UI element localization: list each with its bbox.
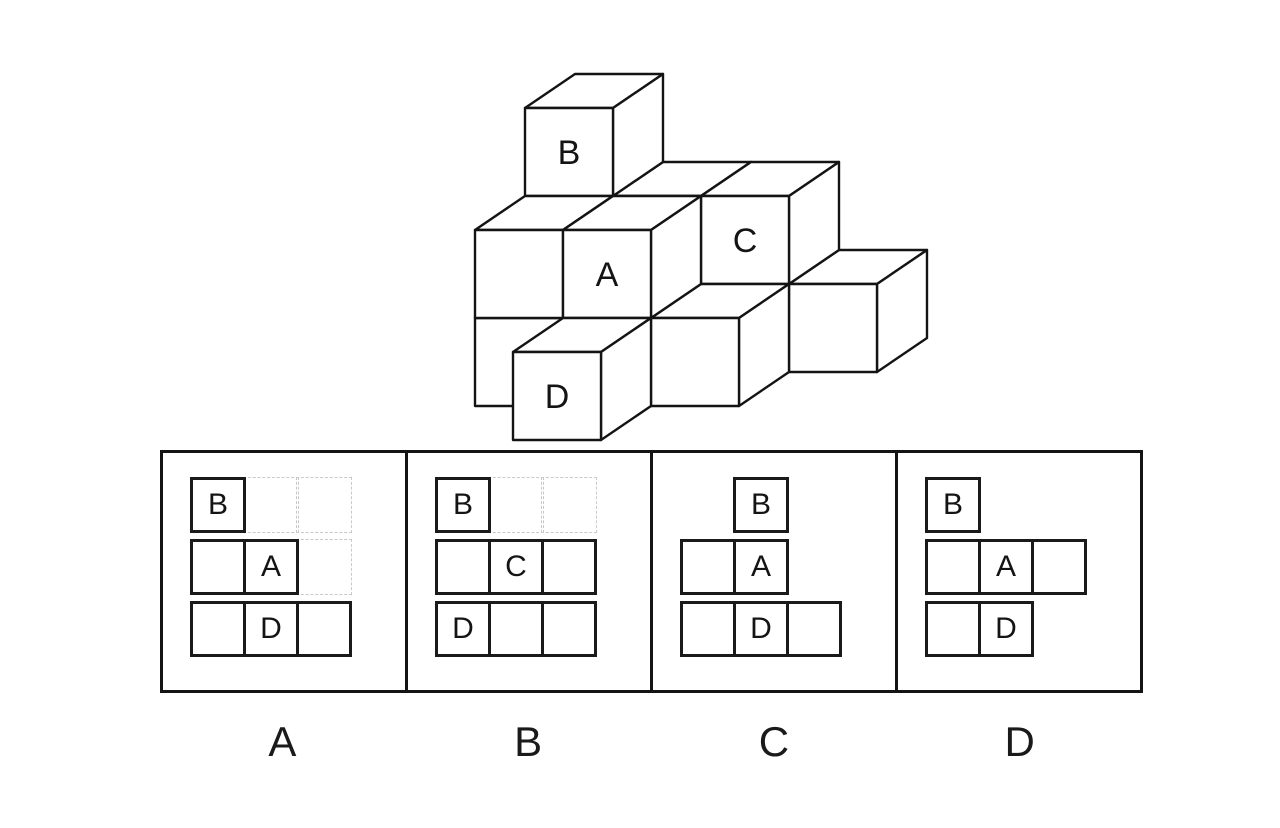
- grid-cell: [1031, 539, 1087, 595]
- cube-front-face: [473, 228, 565, 320]
- grid-cell: [541, 601, 597, 657]
- grid-cell-B: B: [925, 477, 981, 533]
- cube-B: B: [523, 72, 665, 198]
- ghost-cell: [541, 477, 597, 533]
- ghost-cell: [243, 477, 299, 533]
- grid-cell-D: D: [978, 601, 1034, 657]
- cube-C: C: [699, 160, 841, 286]
- cell-letter: C: [505, 550, 527, 583]
- grid-cell: [925, 539, 981, 595]
- cube: [787, 248, 929, 374]
- cube-front-face: [649, 316, 741, 408]
- cube-front-face: [787, 282, 879, 374]
- cell-letter: A: [995, 550, 1016, 583]
- cube-D: D: [511, 316, 653, 442]
- grid-cell: [296, 601, 352, 657]
- cube-label-D: D: [545, 378, 570, 416]
- cube-front-face: [511, 350, 603, 442]
- cube-label-C: C: [733, 222, 758, 260]
- cell-letter: D: [995, 612, 1017, 645]
- cube-label-B: B: [558, 134, 581, 172]
- grid-cell-C: C: [488, 539, 544, 595]
- grid-cell-D: D: [243, 601, 299, 657]
- grid-cell: [541, 539, 597, 595]
- grid-cell-A: A: [978, 539, 1034, 595]
- grid-cell-B: B: [190, 477, 246, 533]
- option-A-label: A: [268, 718, 298, 765]
- grid-cell-D: D: [733, 601, 789, 657]
- grid-cell: [680, 539, 736, 595]
- ghost-cell: [488, 477, 544, 533]
- grid-cell-B: B: [435, 477, 491, 533]
- ghost-cell: [296, 539, 352, 595]
- cube-label-A: A: [596, 256, 619, 294]
- cell-letter: D: [452, 612, 474, 645]
- cell-letter: D: [750, 612, 772, 645]
- grid-cell: [680, 601, 736, 657]
- grid-cell-B: B: [733, 477, 789, 533]
- cube-A: A: [561, 194, 703, 320]
- grid-cell-A: A: [243, 539, 299, 595]
- grid-cell: [488, 601, 544, 657]
- grid-cell: [786, 601, 842, 657]
- answer-option-labels: A B C D: [160, 718, 1143, 766]
- grid-cell: [190, 601, 246, 657]
- option-B-label: B: [514, 718, 544, 765]
- cell-letter: B: [750, 488, 771, 521]
- cell-letter: B: [207, 488, 228, 521]
- option-D-label: D: [1004, 718, 1036, 765]
- ghost-cell: [296, 477, 352, 533]
- cell-letter: B: [942, 488, 963, 521]
- cell-letter: D: [260, 612, 282, 645]
- cell-letter: A: [260, 550, 281, 583]
- grid-cell: [435, 539, 491, 595]
- grid-cell-A: A: [733, 539, 789, 595]
- cell-letter: B: [452, 488, 473, 521]
- grid-cell: [190, 539, 246, 595]
- grid-cell: [925, 601, 981, 657]
- cell-letter: A: [750, 550, 771, 583]
- cube: [649, 282, 791, 408]
- option-C-label: C: [758, 718, 791, 765]
- grid-cell-D: D: [435, 601, 491, 657]
